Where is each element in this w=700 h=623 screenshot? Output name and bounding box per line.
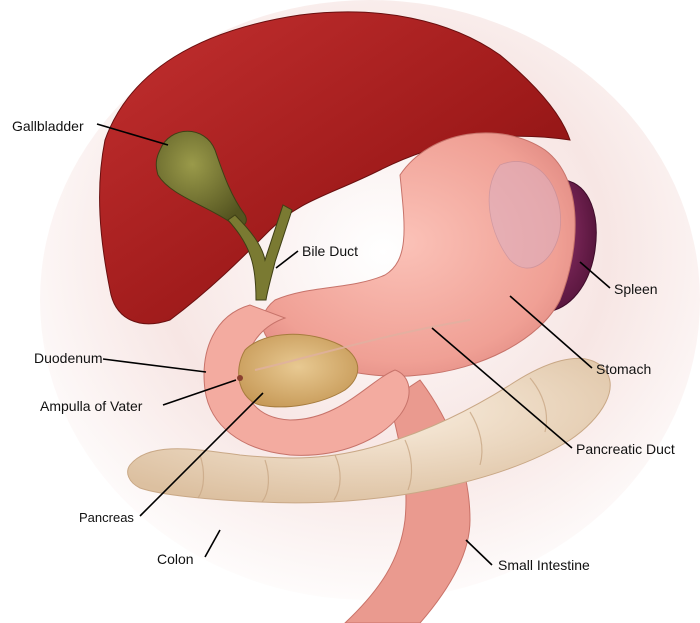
gallbladder-label: Gallbladder — [12, 118, 84, 134]
ampulla-of-vater-label: Ampulla of Vater — [40, 398, 143, 414]
spleen-label: Spleen — [614, 281, 658, 297]
colon-label: Colon — [157, 551, 194, 567]
duodenum-label: Duodenum — [34, 350, 103, 366]
pancreas-label: Pancreas — [79, 510, 134, 525]
stomach-label: Stomach — [596, 361, 651, 377]
bile-duct-label: Bile Duct — [302, 243, 358, 259]
small-intestine-label: Small Intestine — [498, 557, 590, 573]
ampulla-of-vater-point — [237, 375, 243, 381]
pancreatic-duct-label: Pancreatic Duct — [576, 441, 675, 457]
